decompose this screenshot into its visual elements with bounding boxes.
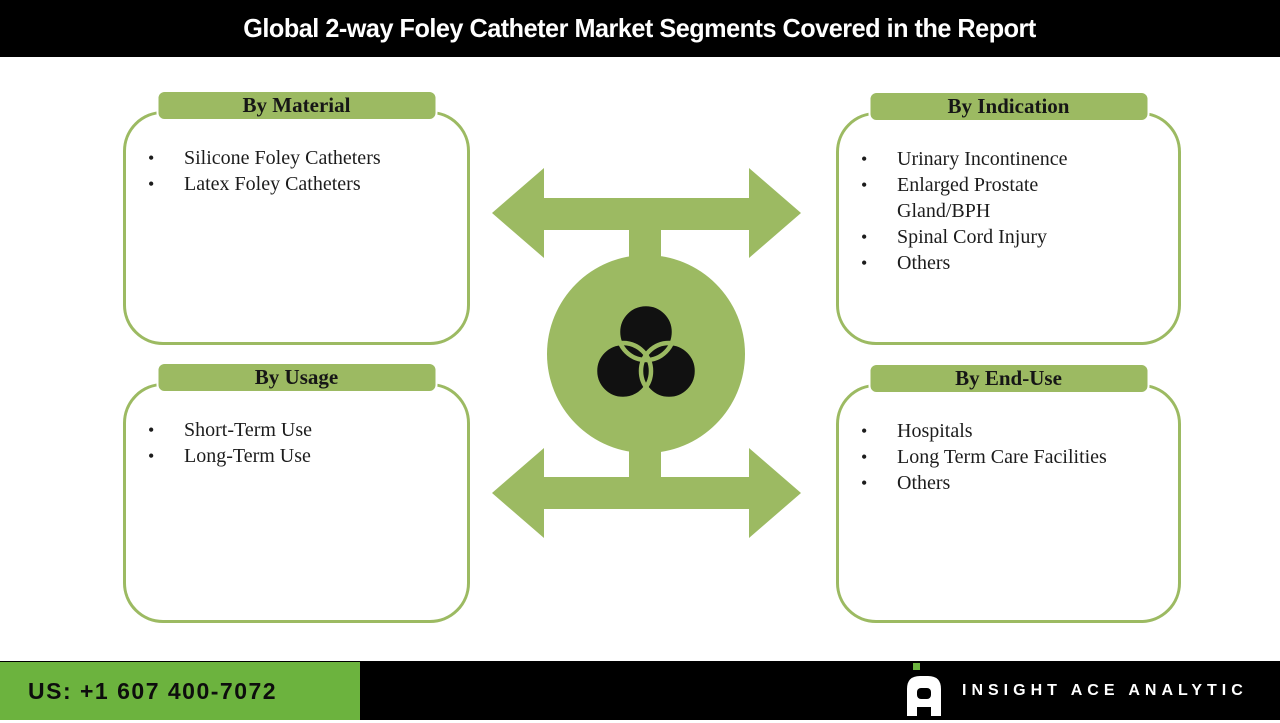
segment-header-indication: By Indication [868, 91, 1149, 122]
bullet-icon: • [861, 253, 868, 273]
bullet-icon: • [861, 473, 868, 493]
bullet-icon: • [148, 174, 155, 194]
title-bar: Global 2-way Foley Catheter Market Segme… [0, 0, 1280, 57]
segment-box-end-use: By End-Use • Hospitals • Long Term Care … [836, 363, 1181, 623]
segment-header-end-use: By End-Use [868, 363, 1149, 394]
list-item: • Long-Term Use [148, 445, 311, 467]
list-item: • Spinal Cord Injury [861, 226, 1047, 248]
segment-box-indication: By Indication • Urinary Incontinence • E… [836, 91, 1181, 345]
list-item: • Enlarged Prostate Gland/BPH [861, 174, 1039, 222]
segment-list-indication: • Urinary Incontinence • Enlarged Prosta… [861, 146, 1163, 276]
list-item: • Others [861, 472, 951, 494]
double-arrow-bottom-icon [492, 448, 801, 538]
segment-list-material: • Silicone Foley Catheters • Latex Foley… [148, 145, 452, 197]
bullet-icon: • [148, 420, 155, 440]
bullet-icon: • [148, 446, 155, 466]
list-item: • Silicone Foley Catheters [148, 147, 381, 169]
page-title: Global 2-way Foley Catheter Market Segme… [243, 13, 1037, 43]
logo-green-square [913, 663, 920, 670]
segment-header-usage: By Usage [156, 362, 437, 393]
segment-list-end-use: • Hospitals • Long Term Care Facilities … [861, 418, 1163, 496]
brand-name: INSIGHT ACE ANALYTIC [962, 681, 1248, 699]
list-item: • Long Term Care Facilities [861, 446, 1107, 468]
list-item: • Latex Foley Catheters [148, 173, 361, 195]
list-item: • Others [861, 252, 951, 274]
phone-number: US: +1 607 400-7072 [0, 662, 360, 720]
segment-body-indication [836, 112, 1181, 345]
list-item: • Hospitals [861, 420, 973, 442]
segment-header-material: By Material [156, 90, 437, 121]
bullet-icon: • [861, 421, 868, 441]
center-graphic [480, 160, 810, 550]
segment-list-usage: • Short-Term Use • Long-Term Use [148, 417, 452, 469]
list-item: • Short-Term Use [148, 419, 313, 441]
bullet-icon: • [861, 175, 868, 195]
segment-body-end-use [836, 384, 1181, 623]
list-item: • Urinary Incontinence [861, 148, 1068, 170]
bullet-icon: • [861, 447, 868, 467]
bullet-icon: • [861, 149, 868, 169]
brand-logo-icon [903, 660, 947, 718]
segment-box-usage: By Usage • Short-Term Use • Long-Term Us… [123, 362, 470, 623]
center-graphic-svg [492, 168, 801, 538]
segment-body-usage [123, 383, 470, 623]
venn-trefoil-icon [592, 301, 700, 402]
bullet-icon: • [148, 148, 155, 168]
bullet-icon: • [861, 227, 868, 247]
double-arrow-top-icon [492, 168, 801, 258]
segment-box-material: By Material • Silicone Foley Catheters •… [123, 90, 470, 345]
